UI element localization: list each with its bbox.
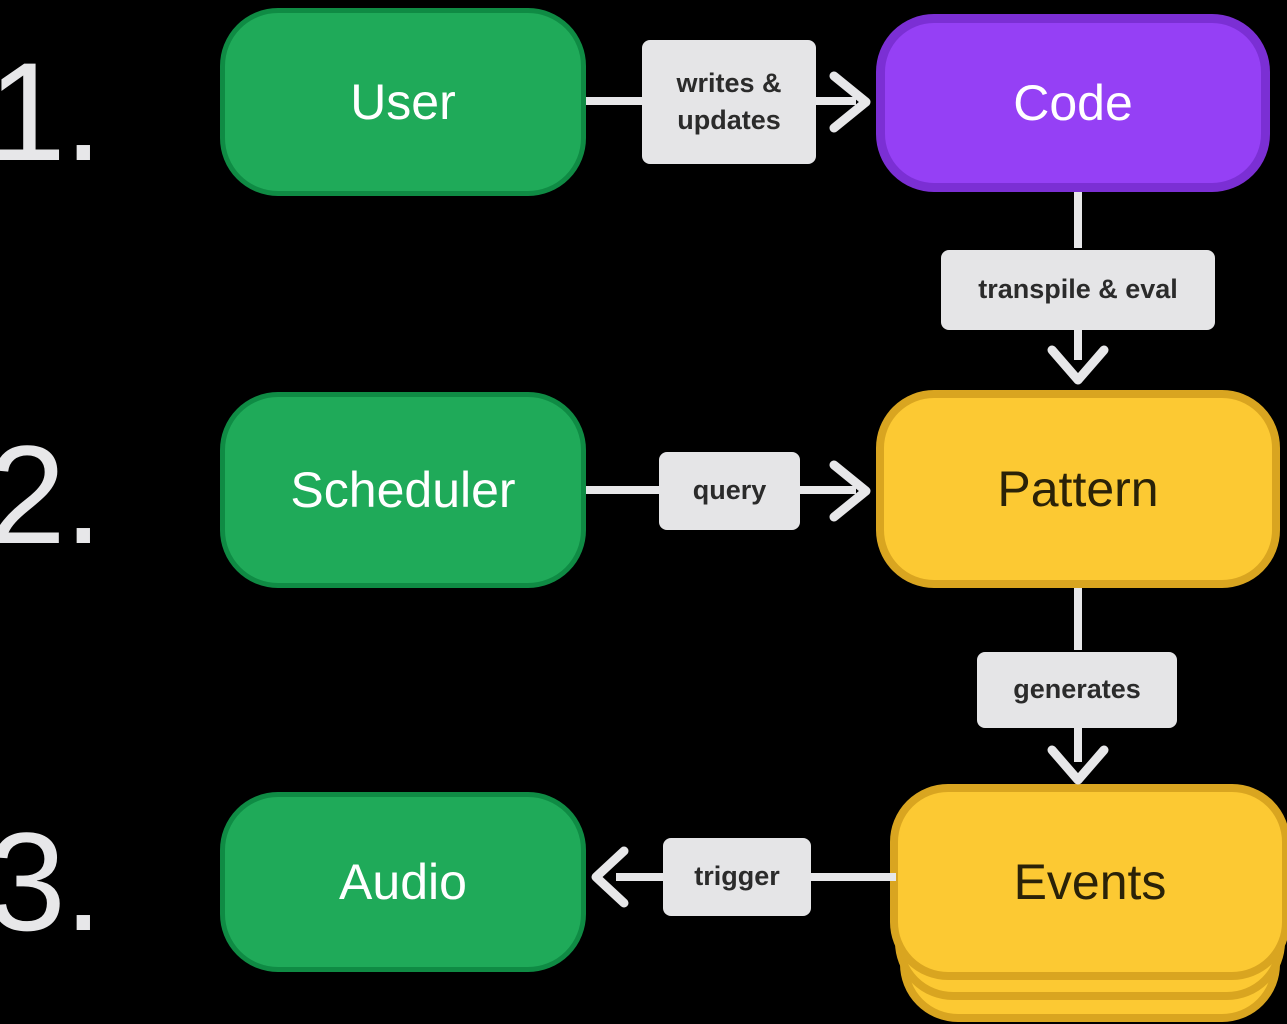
- node-code-label: Code: [1013, 75, 1133, 131]
- node-code[interactable]: Code: [876, 14, 1270, 192]
- arrowhead-right-code: [829, 71, 871, 133]
- arrowhead-down-pattern: [1047, 345, 1109, 385]
- node-user-label: User: [350, 74, 456, 130]
- step-number-1: 1.: [0, 33, 103, 190]
- edge-label-writes-updates: writes & updates: [642, 40, 816, 164]
- arrowhead-right-pattern: [829, 460, 871, 522]
- step-number-3: 3.: [0, 803, 103, 960]
- node-audio[interactable]: Audio: [220, 792, 586, 972]
- node-audio-label: Audio: [339, 854, 467, 910]
- node-events-layer-front: Events: [890, 784, 1287, 980]
- edge-label-generates: generates: [977, 652, 1177, 728]
- edge-label-trigger: trigger: [663, 838, 811, 916]
- node-pattern[interactable]: Pattern: [876, 390, 1280, 588]
- node-scheduler[interactable]: Scheduler: [220, 392, 586, 588]
- step-number-2: 2.: [0, 416, 103, 573]
- node-pattern-label: Pattern: [997, 461, 1159, 517]
- arrowhead-left-audio: [591, 846, 629, 908]
- node-events-label: Events: [1013, 854, 1167, 910]
- node-scheduler-label: Scheduler: [290, 462, 516, 518]
- edge-label-transpile-eval: transpile & eval: [941, 250, 1215, 330]
- node-user[interactable]: User: [220, 8, 586, 196]
- edge-label-query: query: [659, 452, 800, 530]
- arrowhead-down-events: [1047, 745, 1109, 785]
- node-events[interactable]: Events: [890, 784, 1287, 1024]
